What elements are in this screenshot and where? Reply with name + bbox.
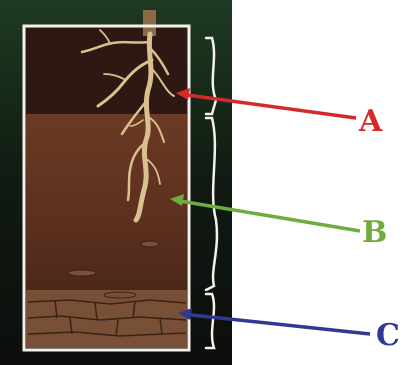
label-a: A xyxy=(358,104,383,139)
label-b: B xyxy=(362,215,387,250)
label-c: C xyxy=(376,318,400,353)
